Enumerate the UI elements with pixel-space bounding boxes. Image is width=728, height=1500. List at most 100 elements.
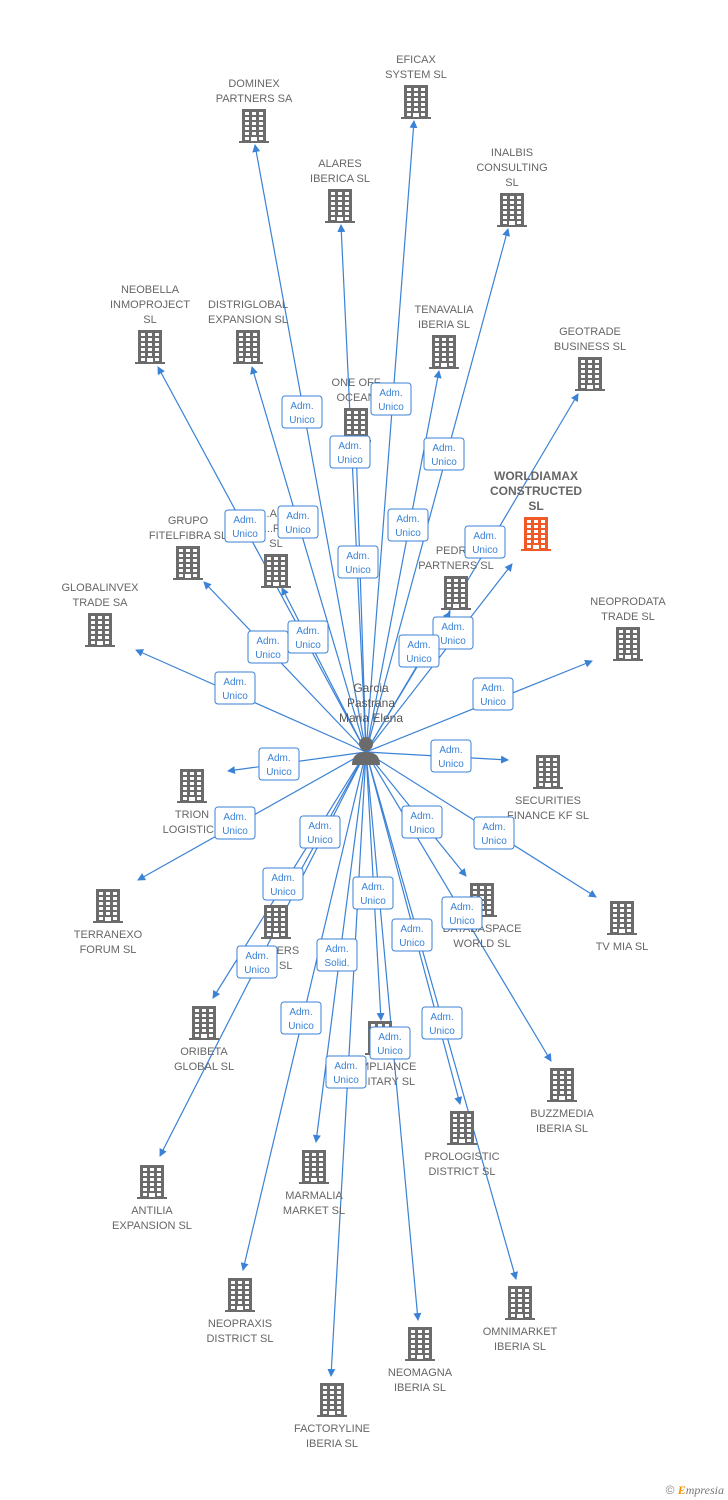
role-badge[interactable]: Adm.Unico xyxy=(398,634,440,668)
role-badge[interactable]: Adm.Unico xyxy=(280,1001,322,1035)
role-badge[interactable]: Adm.Unico xyxy=(287,620,329,654)
edge-line xyxy=(281,587,367,753)
company-label: PARTNERS SL xyxy=(418,560,493,572)
company-label: ALARES xyxy=(318,158,361,170)
role-badge[interactable]: Adm.Unico xyxy=(262,867,304,901)
company-node-neopraxis[interactable]: NEOPRAXIS DISTRICT SL xyxy=(206,1278,274,1345)
company-label: WORLDIAMAX xyxy=(494,469,578,483)
role-text: Adm. xyxy=(400,924,423,935)
role-text: Adm. xyxy=(223,677,246,688)
role-badge[interactable]: Adm.Unico xyxy=(464,525,506,559)
role-badge[interactable]: Adm.Unico xyxy=(472,677,514,711)
company-label: NEOPRAXIS xyxy=(208,1318,272,1330)
role-badge[interactable]: Adm.Unico xyxy=(441,896,483,930)
role-text: Adm. xyxy=(482,822,505,833)
company-label: CONSTRUCTED xyxy=(490,484,582,498)
role-text: Adm. xyxy=(379,388,402,399)
company-label: GRUPO xyxy=(168,515,209,527)
role-badge[interactable]: Adm.Unico xyxy=(258,747,300,781)
role-badge[interactable]: Adm.Unico xyxy=(247,630,289,664)
company-label: TENAVALIA xyxy=(415,304,475,316)
role-badge[interactable]: Adm.Unico xyxy=(236,945,278,979)
role-badge[interactable]: Adm.Unico xyxy=(325,1055,367,1089)
role-badge[interactable]: Adm.Unico xyxy=(369,1026,411,1060)
building-icon xyxy=(85,613,115,647)
role-text: Unico xyxy=(360,896,386,907)
role-badge[interactable]: Adm.Unico xyxy=(432,616,474,650)
building-icon xyxy=(575,357,605,391)
role-badge[interactable]: Adm.Unico xyxy=(329,435,371,469)
role-text: Unico xyxy=(449,916,475,927)
role-badge[interactable]: Adm.Unico xyxy=(391,918,433,952)
brand-logo[interactable]: Empresia xyxy=(677,1483,724,1497)
role-text: Adm. xyxy=(439,745,462,756)
role-badge[interactable]: Adm.Unico xyxy=(401,805,443,839)
company-label: WORLD SL xyxy=(453,938,510,950)
building-icon xyxy=(261,554,291,588)
role-badge[interactable]: Adm.Unico xyxy=(224,509,266,543)
company-label: GEOTRADE xyxy=(559,326,621,338)
role-text: Adm. xyxy=(233,515,256,526)
role-badge[interactable]: Adm.Unico xyxy=(214,671,256,705)
role-text: Unico xyxy=(472,545,498,556)
building-icon xyxy=(233,330,263,364)
company-label: NEOBELLA xyxy=(121,284,180,296)
company-label: TRION xyxy=(175,809,209,821)
company-label: SL xyxy=(143,314,156,326)
company-label: ONE OFF xyxy=(332,377,381,389)
building-icon xyxy=(547,1068,577,1102)
company-label: ANTILIA xyxy=(131,1205,173,1217)
role-badge[interactable]: Adm.Unico xyxy=(281,395,323,429)
company-label: FACTORYLINE xyxy=(294,1423,370,1435)
role-badge[interactable]: Adm.Unico xyxy=(352,876,394,910)
role-text: Adm. xyxy=(378,1032,401,1043)
role-text: Adm. xyxy=(286,511,309,522)
role-badge[interactable]: Adm.Unico xyxy=(299,815,341,849)
edge-line xyxy=(365,120,418,753)
role-text: Adm. xyxy=(267,753,290,764)
role-text: Adm. xyxy=(271,873,294,884)
building-icon xyxy=(505,1286,535,1320)
role-badge[interactable]: Adm.Unico xyxy=(423,437,465,471)
role-badge[interactable]: Adm.Solid. xyxy=(316,938,358,972)
company-label: SYSTEM SL xyxy=(385,69,447,81)
role-badge[interactable]: Adm.Unico xyxy=(387,508,429,542)
role-badge[interactable]: Adm. Unico xyxy=(370,382,412,416)
role-badge[interactable]: Adm.Unico xyxy=(337,545,379,579)
role-badge[interactable]: Adm.Unico xyxy=(430,739,472,773)
role-badge[interactable]: Adm.Unico xyxy=(421,1006,463,1040)
building-icon xyxy=(261,905,291,939)
company-node-tvmia[interactable]: TV MIA SL xyxy=(596,901,649,953)
company-label: DISTRICT SL xyxy=(206,1333,273,1345)
company-label: CONSULTING xyxy=(476,162,547,174)
role-badge[interactable]: Adm.Unico xyxy=(473,816,515,850)
role-badge[interactable]: Adm.Unico xyxy=(277,505,319,539)
role-text: Unico xyxy=(378,402,404,413)
role-badge[interactable]: Adm.Unico xyxy=(214,806,256,840)
role-text: Adm. xyxy=(410,811,433,822)
